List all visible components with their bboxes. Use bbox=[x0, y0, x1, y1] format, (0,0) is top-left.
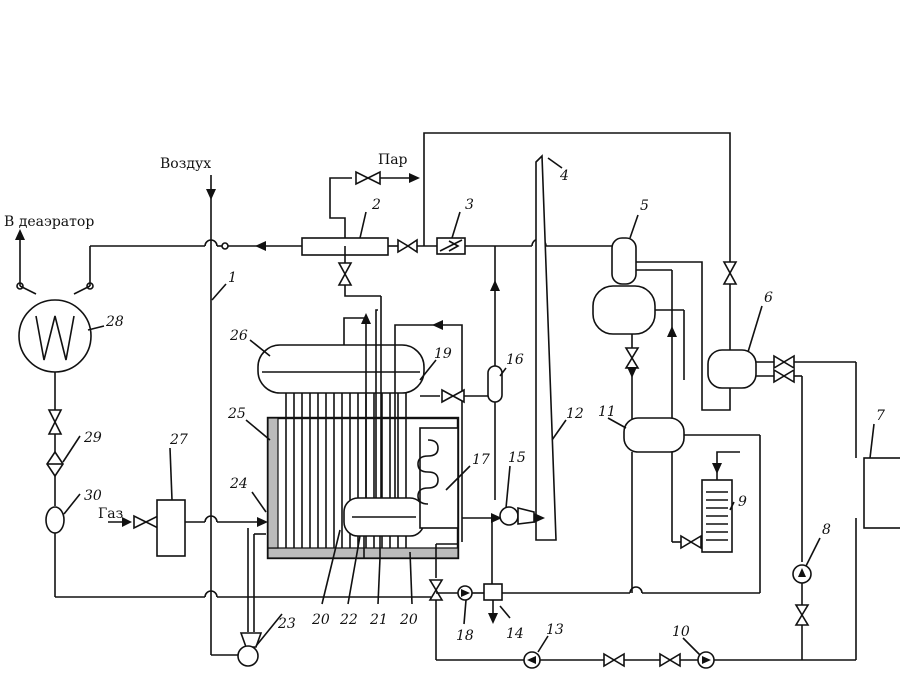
deaerator-arrows bbox=[15, 229, 91, 286]
number-2: 2 bbox=[371, 197, 381, 213]
number-1: 1 bbox=[228, 270, 237, 286]
top-loop-line bbox=[423, 132, 738, 411]
leader-lines bbox=[62, 157, 875, 656]
tank-11 bbox=[623, 334, 761, 593]
unit-7 bbox=[863, 457, 900, 529]
number-5: 5 bbox=[640, 198, 649, 214]
fan-23 bbox=[237, 528, 266, 667]
number-21: 21 bbox=[369, 612, 388, 628]
valve-19 bbox=[420, 388, 488, 404]
number-6: 6 bbox=[764, 290, 773, 306]
number-28: 28 bbox=[105, 314, 124, 330]
number-14: 14 bbox=[506, 626, 524, 642]
gas-label: Газ bbox=[98, 506, 123, 522]
number-15: 15 bbox=[508, 450, 526, 466]
number-8: 8 bbox=[822, 522, 831, 538]
steam-label: Пар bbox=[378, 152, 408, 168]
tank-6 bbox=[707, 349, 857, 562]
number-10: 10 bbox=[672, 624, 690, 640]
main-header-line bbox=[90, 238, 612, 251]
number-18: 18 bbox=[456, 628, 474, 644]
number-19: 19 bbox=[434, 346, 452, 362]
bottom-line bbox=[523, 518, 857, 669]
air-label: Воздух bbox=[160, 156, 211, 172]
boiler bbox=[257, 344, 460, 560]
number-4: 4 bbox=[559, 168, 569, 184]
deaerator-5 bbox=[592, 237, 685, 542]
number-25: 25 bbox=[227, 406, 246, 422]
number-20-left: 20 bbox=[311, 612, 330, 628]
bottom-water-line bbox=[428, 543, 760, 661]
economizer-17 bbox=[417, 427, 459, 529]
number-12: 12 bbox=[566, 406, 584, 422]
chimney-12 bbox=[535, 154, 557, 541]
meter-8 bbox=[792, 564, 812, 660]
air-line bbox=[206, 175, 242, 656]
number-23: 23 bbox=[277, 616, 296, 632]
exchanger-3 bbox=[397, 237, 466, 255]
gas-line bbox=[108, 499, 268, 557]
number-13: 13 bbox=[546, 622, 564, 638]
boiler-risers bbox=[343, 282, 463, 542]
number-7: 7 bbox=[876, 408, 885, 424]
number-22: 22 bbox=[339, 612, 358, 628]
number-9: 9 bbox=[738, 494, 747, 510]
number-20-right: 20 bbox=[399, 612, 418, 628]
number-16: 16 bbox=[506, 352, 524, 368]
number-27: 27 bbox=[169, 432, 188, 448]
number-17: 17 bbox=[472, 452, 490, 468]
pump-15 bbox=[462, 506, 545, 526]
number-29: 29 bbox=[83, 430, 102, 446]
number-24: 24 bbox=[229, 476, 248, 492]
number-30: 30 bbox=[84, 488, 102, 504]
number-3: 3 bbox=[465, 197, 474, 213]
drum-2 bbox=[301, 170, 420, 286]
number-26: 26 bbox=[229, 328, 248, 344]
deaerator-label: В деаэратор bbox=[4, 214, 94, 230]
number-11: 11 bbox=[598, 404, 616, 420]
separator-16 bbox=[487, 246, 503, 590]
filter-9 bbox=[672, 451, 740, 553]
heat-exchanger-28 bbox=[16, 282, 94, 373]
